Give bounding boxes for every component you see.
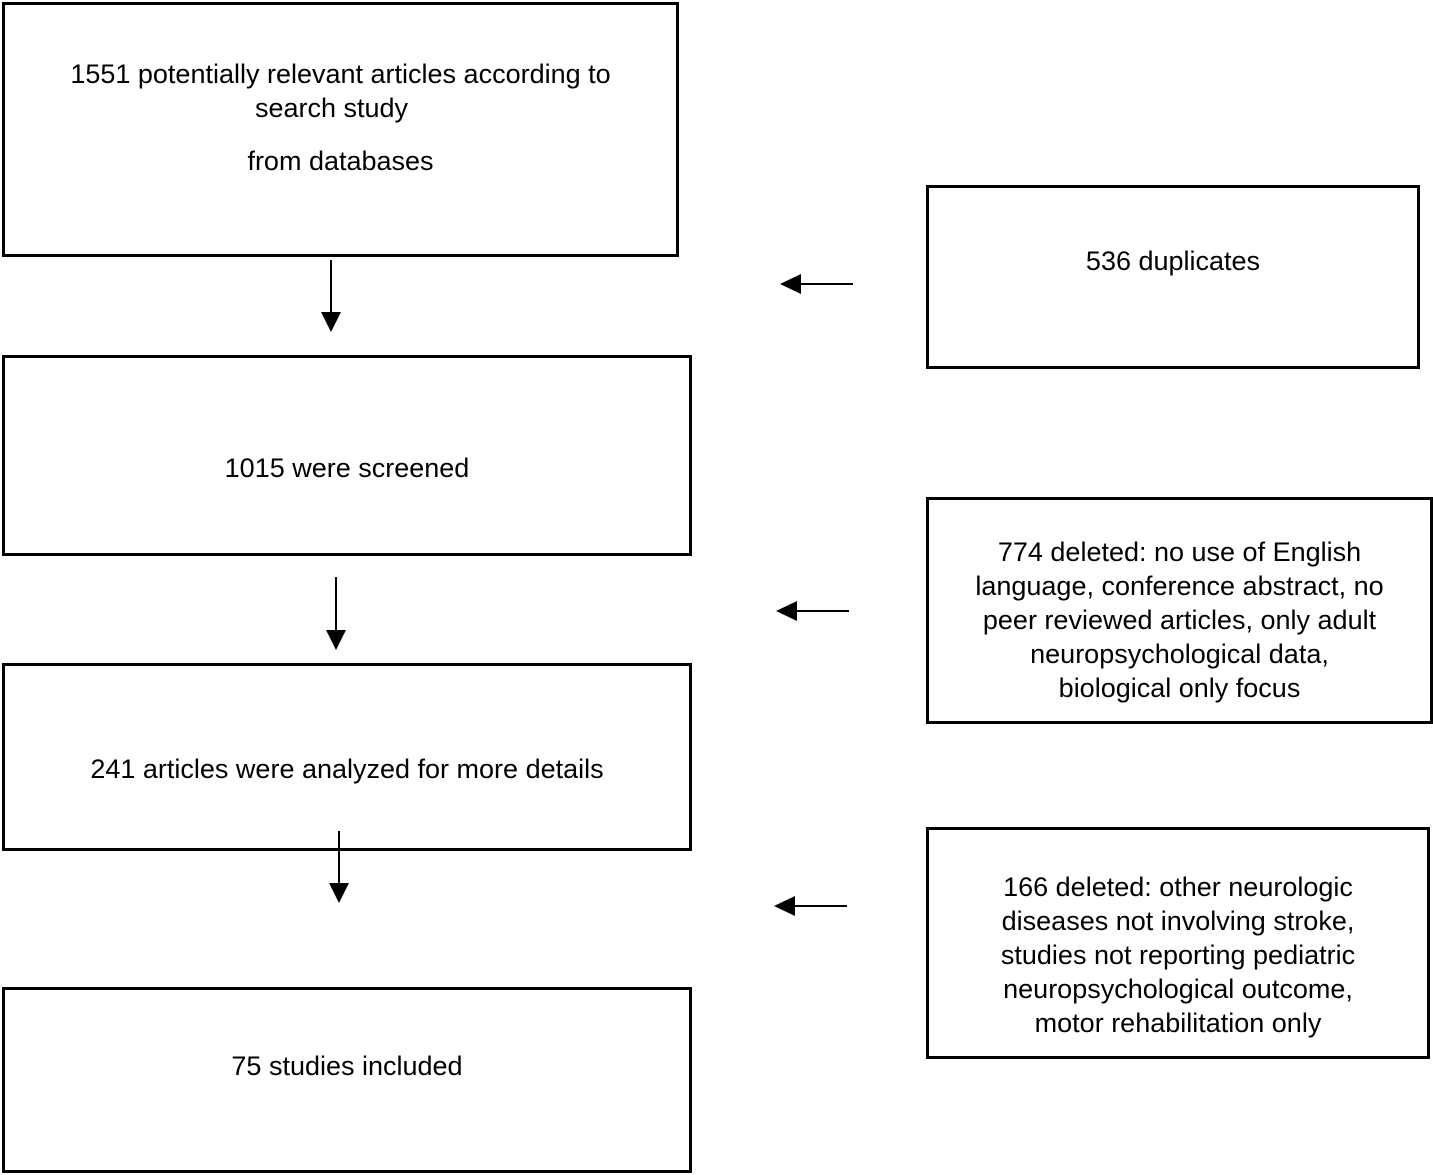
identified-box: 1551 potentially relevant articles accor… [2, 2, 679, 257]
analyzed-box: 241 articles were analyzed for more deta… [2, 663, 692, 851]
analyzed-text: 241 articles were analyzed for more deta… [90, 754, 604, 784]
second-exclusion-box: 166 deleted: other neurologic diseases n… [926, 827, 1430, 1059]
included-box: 75 studies included [2, 987, 692, 1173]
left-arrow-second-exclusion [774, 896, 847, 916]
left-arrow-duplicates [780, 274, 853, 294]
first-exclusion-box: 774 deleted: no use of English language,… [926, 497, 1433, 724]
down-arrow-2 [326, 577, 346, 650]
identified-line-2: search study [254, 93, 409, 123]
first-exclusion-line: 774 deleted: no use of English [997, 537, 1362, 567]
duplicates-text: 536 duplicates [1085, 246, 1261, 276]
down-arrow-3 [329, 831, 349, 903]
left-arrow-first-exclusion [776, 601, 849, 621]
first-exclusion-line: biological only focus [1058, 673, 1301, 703]
second-exclusion-line: 166 deleted: other neurologic [1003, 872, 1353, 902]
second-exclusion-line: diseases not involving stroke, [1001, 906, 1355, 936]
screened-box: 1015 were screened [2, 355, 692, 556]
second-exclusion-line: studies not reporting pediatric [1000, 940, 1356, 970]
identified-line-3: from databases [247, 146, 434, 176]
first-exclusion-line: peer reviewed articles, only adult [982, 605, 1377, 635]
down-arrow-1 [321, 260, 341, 332]
second-exclusion-line: neuropsychological outcome, [1003, 974, 1353, 1004]
first-exclusion-line: neuropsychological data, [1030, 639, 1329, 669]
screened-text: 1015 were screened [224, 453, 470, 483]
identified-line-1: 1551 potentially relevant articles accor… [70, 59, 611, 89]
second-exclusion-line: motor rehabilitation only [1034, 1008, 1322, 1038]
duplicates-box: 536 duplicates [926, 185, 1420, 369]
included-text: 75 studies included [231, 1051, 463, 1081]
first-exclusion-line: language, conference abstract, no [975, 571, 1384, 601]
